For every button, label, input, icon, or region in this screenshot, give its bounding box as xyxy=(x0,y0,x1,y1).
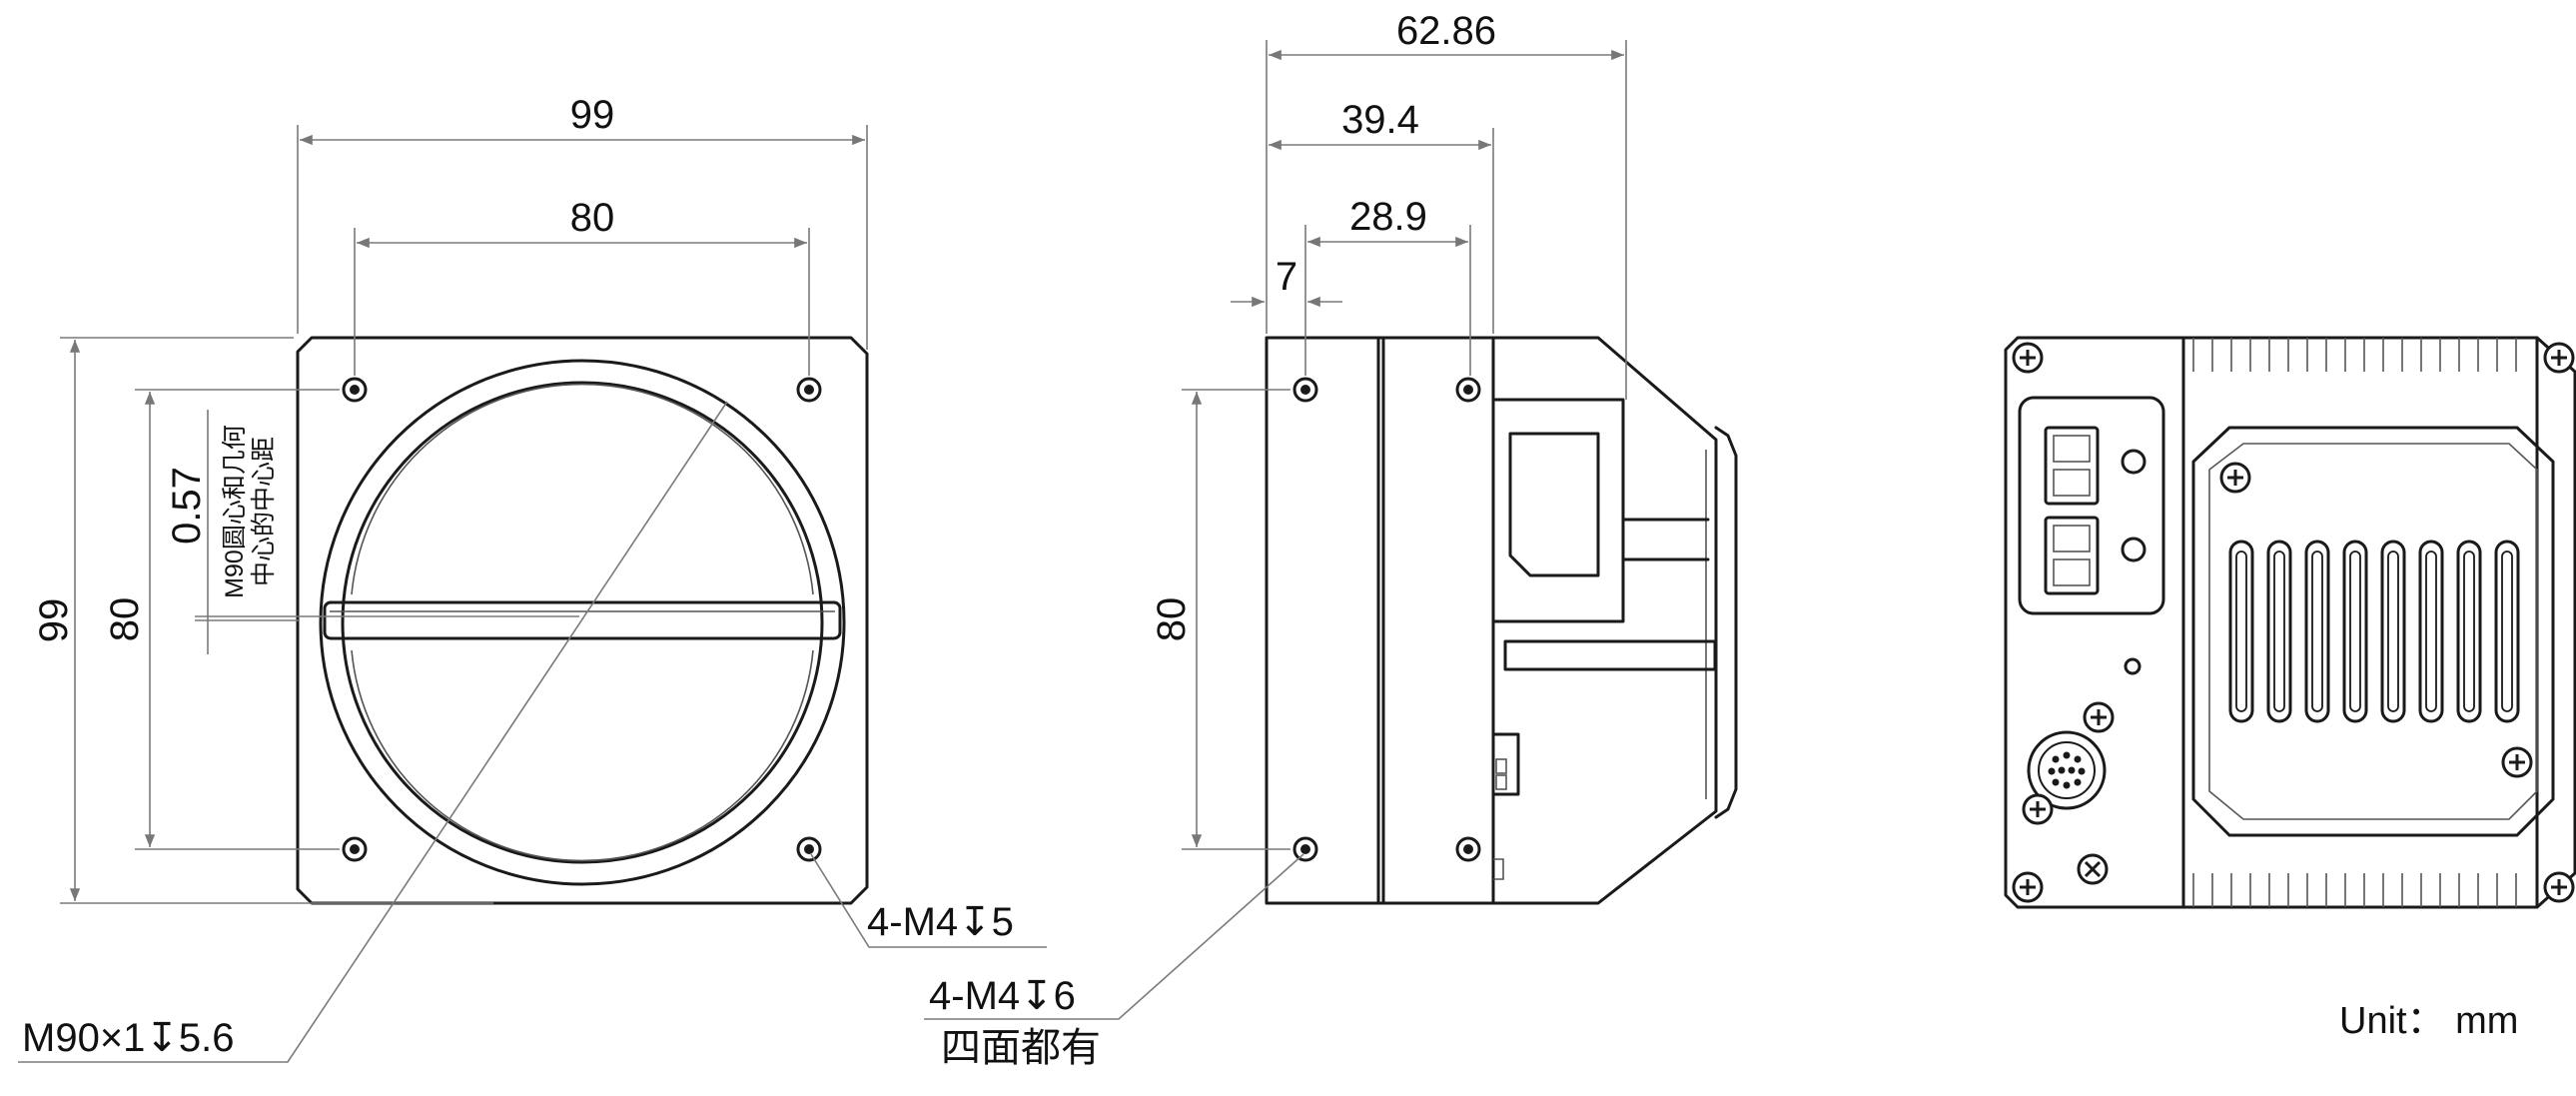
io-screw-bottom xyxy=(2022,793,2054,825)
vent-slots xyxy=(2228,540,2520,723)
side-view: 62.86 39.4 28.9 7 80 4-M4↧6 四面都有 xyxy=(924,9,1738,1070)
power-led xyxy=(2124,657,2142,675)
cooling-fins-top xyxy=(2192,338,2517,372)
mount-hole-tr xyxy=(796,377,822,403)
side-hole-bl xyxy=(1292,836,1318,862)
mount-hole-bl xyxy=(342,836,368,862)
ground-screw xyxy=(2077,853,2109,885)
front-hole-spacing-80: 80 xyxy=(570,196,615,240)
screw-tr xyxy=(2543,342,2575,374)
lens-mount-inner-ring xyxy=(341,381,824,864)
ethernet-port-block xyxy=(2018,396,2165,615)
side-hole-callout-note: 四面都有 xyxy=(941,1026,1101,1070)
side-connector-block xyxy=(1508,432,1600,577)
side-hole-spacing-80: 80 xyxy=(1150,597,1194,642)
units-label: Unit： mm xyxy=(2339,1000,2518,1042)
side-length-62-86: 62.86 xyxy=(1396,9,1496,53)
flange-offset-7: 7 xyxy=(1276,255,1297,299)
screw-tl xyxy=(2012,342,2044,374)
front-hole-spacing-v-80: 80 xyxy=(103,597,147,642)
front-width-99: 99 xyxy=(570,93,615,137)
mount-hole-tl xyxy=(342,377,368,403)
offset-0-57: 0.57 xyxy=(165,467,209,545)
side-length-39-4: 39.4 xyxy=(1341,98,1419,142)
side-hole-tr xyxy=(1455,377,1481,403)
screw-br xyxy=(2543,871,2575,903)
mount-hole-br xyxy=(796,836,822,862)
side-body xyxy=(1376,336,1495,905)
front-height-99: 99 xyxy=(32,598,76,643)
status-led-2 xyxy=(2121,537,2147,562)
io-screw-top xyxy=(2083,701,2115,733)
rear-flange xyxy=(1714,426,1738,819)
front-hole-callout: 4-M4↧5 xyxy=(867,900,1014,944)
cover-bar xyxy=(323,600,842,640)
ethernet-port-2 xyxy=(2044,516,2100,595)
side-rear-housing xyxy=(1491,336,1718,905)
offset-note-line1: M90圆心和几何 xyxy=(221,425,249,598)
side-front-plate xyxy=(1265,336,1380,905)
side-hole-callout: 4-M4↧6 xyxy=(929,974,1076,1018)
front-view: 99 80 99 80 0.57 M90圆心和几何 中心的中心距 4-M4↧5 … xyxy=(18,93,1047,1063)
mount-thread-callout: M90×1↧5.6 xyxy=(22,1016,235,1060)
side-length-28-9: 28.9 xyxy=(1349,195,1427,239)
panel-screw-bottom xyxy=(2501,746,2533,778)
io-connector xyxy=(2027,730,2107,810)
status-led-1 xyxy=(2121,449,2147,475)
lens-mount-outer-ring xyxy=(319,359,846,886)
side-hole-tl xyxy=(1292,377,1318,403)
front-body-outline xyxy=(296,336,869,905)
screw-bl xyxy=(2012,871,2044,903)
rear-view xyxy=(2004,336,2576,909)
offset-note-line2: 中心的中心距 xyxy=(250,437,278,586)
ethernet-port-1 xyxy=(2044,426,2100,506)
vent-panel xyxy=(2191,426,2555,837)
cooling-fins-bottom xyxy=(2192,873,2517,907)
side-hole-br xyxy=(1455,836,1481,862)
panel-screw-top xyxy=(2219,462,2251,494)
